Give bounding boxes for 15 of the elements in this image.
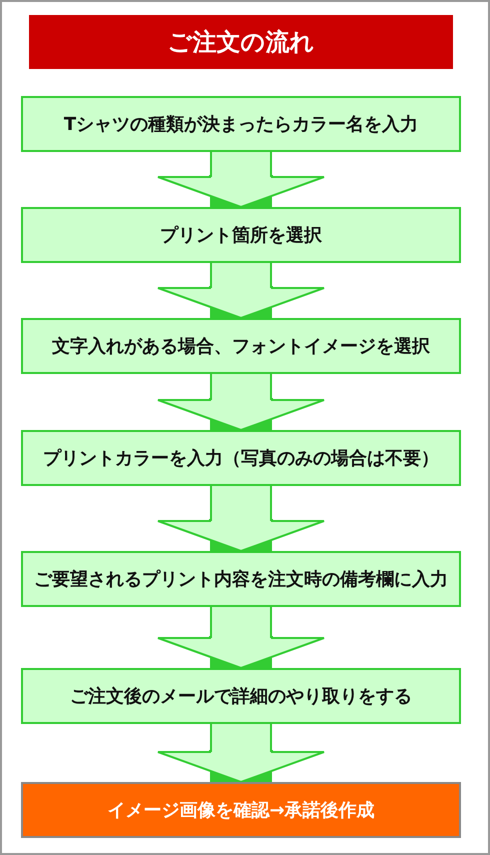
step-box <box>21 96 461 152</box>
step-box <box>21 430 461 486</box>
step-box <box>21 551 461 607</box>
step-box <box>21 318 461 374</box>
step-text: ご要望されるプリント内容を注文時の備考欄に入力 <box>34 568 448 591</box>
step-box <box>21 207 461 263</box>
step-text: ご注文後のメールで詳細のやり取りをする <box>70 685 412 708</box>
title-banner: ご注文の流れ <box>29 15 453 69</box>
step-text: 文字入れがある場合、フォントイメージを選択 <box>52 335 430 358</box>
final-step-box <box>21 782 461 838</box>
step-text: Tシャツの種類が決まったらカラー名を入力 <box>64 113 418 136</box>
step-text: イメージ画像を確認→承諾後作成 <box>107 799 375 822</box>
step-box <box>21 668 461 724</box>
step-text: プリントカラーを入力（写真のみの場合は不要） <box>43 447 439 470</box>
step-text: プリント箇所を選択 <box>160 224 322 247</box>
